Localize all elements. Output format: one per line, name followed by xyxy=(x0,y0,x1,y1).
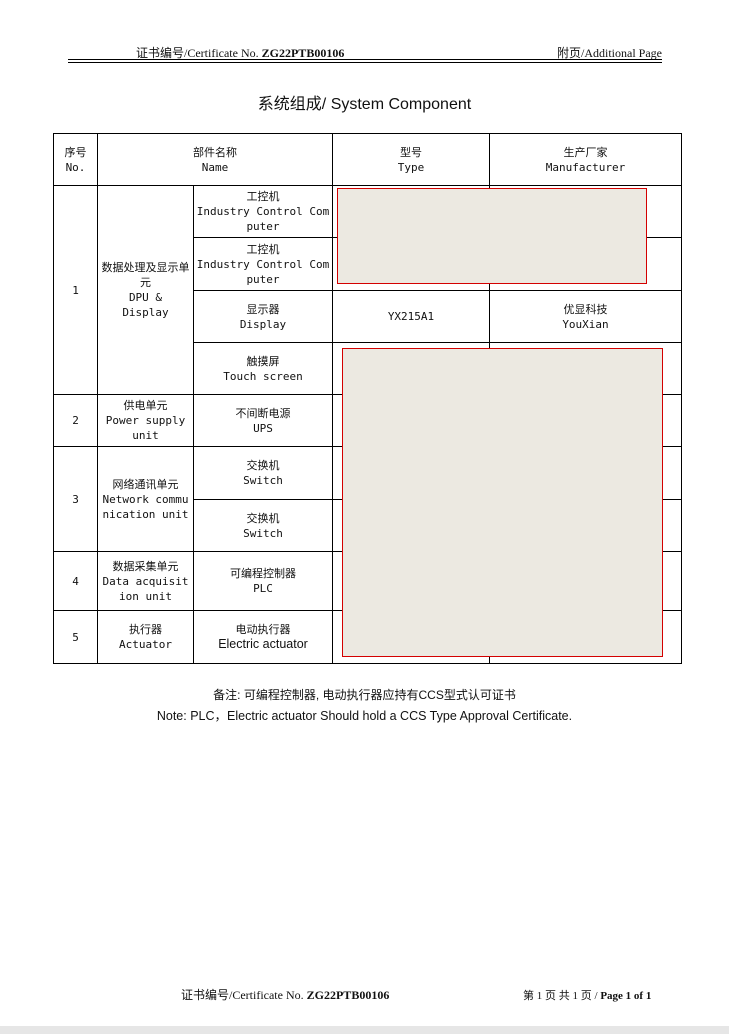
manufacturer-en: YouXian xyxy=(562,317,609,331)
header-cert-number: ZG22PTB00106 xyxy=(261,46,345,60)
group-name-en-2: Display xyxy=(122,306,169,319)
group-name-cn: 供电单元 xyxy=(123,399,168,412)
component-name-en: Display xyxy=(239,317,287,331)
component-name: 交换机 Switch xyxy=(193,446,333,500)
component-name: 触摸屏 Touch screen xyxy=(193,342,333,395)
header-name: 部件名称 Name xyxy=(97,133,333,186)
component-name-en: Industry Control Computer xyxy=(196,205,330,233)
component-name: 交换机 Switch xyxy=(193,499,333,552)
component-name-cn: 工控机 xyxy=(246,242,280,256)
group-name: 网络通讯单元 Network communication unit xyxy=(97,446,194,552)
group-name-en: Network communication unit xyxy=(102,492,189,521)
group-name-en: Power supply unit xyxy=(105,414,186,442)
header-name-en: Name xyxy=(201,160,229,174)
group-name-en: Data acquisition unit xyxy=(102,574,189,603)
group-no: 2 xyxy=(53,394,98,447)
component-name-cn: 触摸屏 xyxy=(246,354,280,368)
table-header-row: 序号 No. 部件名称 Name 型号 Type 生产厂家 Manufactur… xyxy=(53,133,682,186)
footer-certificate: 证书编号/Certificate No. ZG22PTB00106 xyxy=(181,986,389,1003)
component-type: YX215A1 xyxy=(332,290,490,343)
header-manufacturer-en: Manufacturer xyxy=(545,160,626,174)
group-no: 1 xyxy=(53,185,98,395)
header-certificate: 证书编号/Certificate No. ZG22PTB00106 xyxy=(136,44,344,61)
redaction-box xyxy=(337,188,647,284)
header-page-label: 附页/Additional Page xyxy=(557,46,662,60)
component-name: 工控机 Industry Control Computer xyxy=(193,237,333,291)
component-name-en: Switch xyxy=(243,474,283,487)
component-name: 电动执行器 Electric actuator xyxy=(193,610,333,664)
component-name-cn: 电动执行器 xyxy=(235,623,291,636)
group-no: 3 xyxy=(53,446,98,552)
component-name-en: Electric actuator xyxy=(218,637,308,651)
manufacturer-cn: 优显科技 xyxy=(563,302,608,316)
component-name: 可编程控制器 PLC xyxy=(193,551,333,611)
component-name-en: UPS xyxy=(253,421,273,435)
page-bottom-edge xyxy=(0,1026,729,1034)
footer-page-cn: 第 1 页 共 1 页 / xyxy=(523,990,601,1002)
component-name-cn: 可编程控制器 xyxy=(230,567,296,580)
header-no-en: No. xyxy=(65,160,86,174)
header-name-cn: 部件名称 xyxy=(193,145,237,159)
component-name-cn: 交换机 xyxy=(246,511,280,525)
footer-page-number: 第 1 页 共 1 页 / Page 1 of 1 xyxy=(523,987,651,1003)
group-name-en: DPU & xyxy=(128,291,163,304)
header-manufacturer-cn: 生产厂家 xyxy=(563,145,608,159)
header-rule-thick xyxy=(68,62,662,63)
component-name: 显示器 Display xyxy=(193,290,333,343)
component-name-en: PLC xyxy=(253,582,273,595)
group-name: 供电单元 Power supply unit xyxy=(97,394,194,447)
table-row: 显示器 Display YX215A1 优显科技 YouXian xyxy=(54,290,682,343)
group-name-cn: 数据处理及显示单元 xyxy=(101,261,190,289)
component-name: 工控机 Industry Control Computer xyxy=(193,185,333,238)
group-name-en: Actuator xyxy=(119,638,172,651)
component-name-cn: 交换机 xyxy=(246,459,280,472)
component-manufacturer: 优显科技 YouXian xyxy=(489,290,682,343)
group-name: 数据处理及显示单元 DPU & Display xyxy=(97,185,194,395)
header-type: 型号 Type xyxy=(332,133,490,186)
group-no: 4 xyxy=(53,551,98,611)
group-name-cn: 网络通讯单元 xyxy=(112,477,179,491)
footer-page-en: Page 1 of 1 xyxy=(600,990,652,1002)
component-name-en: Switch xyxy=(243,526,283,540)
group-name: 数据采集单元 Data acquisition unit xyxy=(97,551,194,611)
note-en: Note: PLC，Electric actuator Should hold … xyxy=(156,709,573,723)
group-no: 5 xyxy=(53,610,98,664)
redaction-box xyxy=(342,348,663,657)
header-no: 序号 No. xyxy=(53,133,98,186)
component-name-cn: 显示器 xyxy=(246,302,280,316)
header-no-cn: 序号 xyxy=(64,145,87,159)
group-name: 执行器 Actuator xyxy=(97,610,194,664)
header-rule-thin xyxy=(68,59,662,60)
header-type-en: Type xyxy=(397,160,425,174)
note-cn: 备注: 可编程控制器, 电动执行器应持有CCS型式认可证书 xyxy=(213,688,516,702)
header-manufacturer: 生产厂家 Manufacturer xyxy=(489,133,682,186)
component-name-en: Touch screen xyxy=(223,369,303,383)
footer-cert-number: ZG22PTB00106 xyxy=(306,988,390,1002)
footer-cert-prefix: 证书编号/Certificate No. xyxy=(181,988,304,1002)
page-title: 系统组成/ System Component xyxy=(257,96,472,113)
component-name-cn: 不间断电源 xyxy=(235,406,291,420)
header-type-cn: 型号 xyxy=(400,145,422,159)
component-name: 不间断电源 UPS xyxy=(193,394,333,447)
group-name-cn: 数据采集单元 xyxy=(112,559,179,573)
component-name-cn: 工控机 xyxy=(246,190,280,203)
group-name-cn: 执行器 xyxy=(129,623,162,636)
component-name-en: Industry Control Computer xyxy=(196,257,330,286)
header-cert-prefix: 证书编号/Certificate No. xyxy=(136,46,259,60)
